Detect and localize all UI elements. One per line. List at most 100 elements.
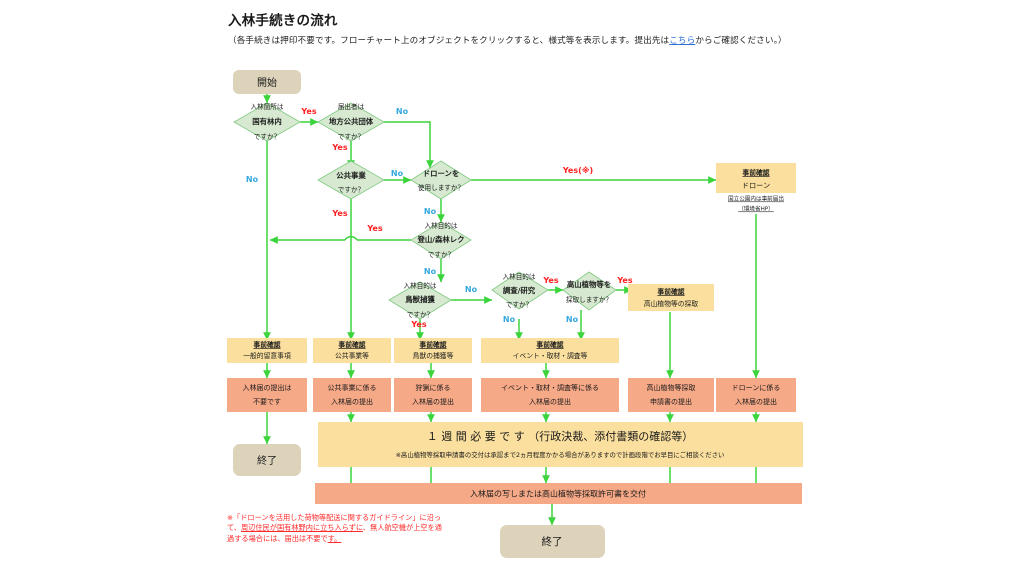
terminator-end-left[interactable]: 終了 (233, 444, 301, 476)
page-subnote: （各手続きは押印不要です。フローチャート上のオブジェクトをクリックすると、様式等… (228, 34, 787, 46)
label-yes-kokuyu: Yes (300, 107, 316, 116)
decision-tozan-line3: ですか？ (428, 251, 454, 259)
preconfirm-event-heading: 事前確認 (536, 340, 563, 349)
footnote-line1-pre: ※「ドローンを活用した荷物等配送に関するガイドライン」に沿って、 (227, 513, 442, 533)
label-no-chosa: No (503, 315, 516, 324)
decision-kouzan-line2: 高山植物等を (567, 280, 611, 289)
submission-fuyou-line2: 不要です (253, 398, 281, 406)
edge-tozan-yes-jump (344, 235, 358, 241)
preconfirm-drone[interactable]: 事前確認 ドローン 国立公園内は事前届出 （環境省HP） (716, 163, 796, 213)
footnote-line1-link[interactable]: 周辺住民が (241, 523, 277, 533)
submission-drone-line2: 入林届の提出 (735, 397, 777, 406)
decision-drone-line2: ドローンを (423, 169, 460, 178)
page-title: 入林手続きの流れ (228, 13, 338, 29)
decision-chosa-line1: 入林目的は (503, 272, 536, 281)
decision-todoke-line2: 地方公共団体 (329, 117, 374, 126)
decision-todoke-line3: ですか？ (338, 133, 364, 141)
label-no-choju: No (465, 285, 478, 294)
label-yes-kouzan: Yes (616, 276, 632, 285)
submission-fuyou[interactable]: 入林届の提出は 不要です (227, 378, 307, 412)
preconfirm-kokyo-heading: 事前確認 (338, 340, 365, 349)
preconfirm-drone-sublink[interactable]: （環境省HP） (738, 205, 774, 213)
decision-kokuyu-line3: ですか？ (254, 133, 280, 141)
label-no-kokyo: No (391, 169, 404, 178)
subnote-post: からご確認ください。） (695, 36, 787, 46)
decision-todoke[interactable]: 届出者は 地方公共団体 ですか？ (317, 102, 385, 142)
decision-tozan-line2: 登山/森林レク (416, 235, 464, 244)
submission-kokyo-line2: 入林届の提出 (331, 397, 373, 406)
preconfirm-ippan-body: 一般的留意事項 (243, 351, 291, 360)
issue-bar[interactable]: 入林届の写しまたは高山植物等採取許可書を交付 (315, 483, 802, 504)
decision-kouzan-line3: 採取しますか？ (566, 295, 612, 304)
decision-choju[interactable]: 入林目的は 鳥獣捕獲 ですか？ (388, 281, 452, 320)
preconfirm-kouzan[interactable]: 事前確認 高山植物等の採取 (628, 284, 714, 311)
terminator-end-bottom[interactable]: 終了 (500, 525, 605, 558)
decision-chosa[interactable]: 入林目的は 調査/研究 ですか？ (491, 271, 549, 310)
preconfirm-kouzan-heading: 事前確認 (657, 287, 684, 296)
wide-notice-headline: １ 週 間 必 要 で す （行政決裁、添付書類の確認等） (427, 429, 693, 443)
submission-kokyo[interactable]: 公共事業に係る 入林届の提出 (313, 378, 391, 412)
footnote-line2-link[interactable]: 国有林野内に立ち入らずに (276, 523, 363, 533)
footnote-line2-mid: 、無人航空機が上空を通過する場合には、届出は不要で (227, 523, 442, 543)
footnote-line3: す。 (327, 533, 342, 543)
edge-label-layer: Yes No No Yes No Yes Yes(※) No Yes No Ye… (246, 107, 633, 329)
preconfirm-ippan-heading: 事前確認 (253, 340, 280, 349)
edge-todoke-no (384, 121, 434, 169)
decision-choju-line3: ですか？ (407, 311, 433, 319)
label-yes-todoke: Yes (331, 143, 347, 152)
wide-notice-subline: ※高山植物等採取申請書の交付は承認まで2ヵ月程度かかる場合がありますので計画段階… (396, 450, 725, 459)
terminator-start[interactable]: 開始 (233, 70, 301, 94)
connector-layer (263, 94, 760, 526)
preconfirm-kokyo-body: 公共事業等 (335, 351, 369, 360)
wide-notice-bar[interactable]: １ 週 間 必 要 で す （行政決裁、添付書類の確認等） ※高山植物等採取申請… (318, 422, 803, 467)
preconfirm-drone-body: ドローン (742, 181, 770, 190)
label-yes-choju: Yes (410, 320, 426, 329)
decision-kokuyu[interactable]: 入林箇所は 国有林内 ですか？ (233, 102, 301, 142)
label-yes-drone: Yes(※) (562, 165, 593, 175)
preconfirm-kouzan-body: 高山植物等の採取 (644, 299, 699, 308)
decision-drone[interactable]: ドローンを 使用しますか？ (410, 160, 472, 200)
submission-fuyou-line1: 入林届の提出は (243, 383, 292, 392)
footnote-drone-guideline: ※「ドローンを活用した荷物等配送に関するガイドライン」に沿って、周辺住民が国有林… (227, 513, 442, 544)
decision-chosa-line3: ですか？ (506, 301, 532, 309)
submission-kouzan-line1: 高山植物等採取 (647, 383, 696, 392)
preconfirm-drone-heading: 事前確認 (742, 168, 769, 177)
decision-todoke-line1: 届出者は (338, 102, 365, 111)
submission-shuryo-line1: 狩猟に係る (416, 383, 451, 392)
preconfirm-ippan[interactable]: 事前確認 一般的留意事項 (227, 338, 307, 363)
submission-kouzan[interactable]: 高山植物等採取 申請書の提出 (628, 378, 714, 412)
decision-kokyo-line2: 公共事業 (336, 171, 366, 180)
label-yes-kokyo: Yes (331, 209, 347, 218)
label-no-tozan: No (424, 267, 437, 276)
label-no-kouzan: No (566, 315, 579, 324)
terminator-end-bottom-label: 終了 (542, 535, 563, 548)
preconfirm-choju-body: 鳥獣の捕獲等 (413, 351, 454, 360)
decision-kouzan[interactable]: 高山植物等を 採取しますか？ (562, 271, 617, 311)
label-yes-tozan: Yes (366, 224, 382, 233)
submission-drone[interactable]: ドローンに係る 入林届の提出 (716, 378, 796, 412)
submission-event-line2: 入林届の提出 (529, 397, 571, 406)
submission-event[interactable]: イベント・取材・調査等に係る 入林届の提出 (481, 378, 619, 412)
decision-kokuyu-line2: 国有林内 (252, 117, 282, 126)
preconfirm-choju[interactable]: 事前確認 鳥獣の捕獲等 (394, 338, 472, 363)
decision-tozan[interactable]: 入林目的は 登山/森林レク ですか？ (410, 221, 472, 260)
decision-choju-line2: 鳥獣捕獲 (405, 295, 435, 304)
submission-shuryo[interactable]: 狩猟に係る 入林届の提出 (394, 378, 472, 412)
label-no-kokuyu: No (246, 175, 259, 184)
decision-tozan-line1: 入林目的は (425, 221, 458, 230)
issue-bar-label: 入林届の写しまたは高山植物等採取許可書を交付 (470, 489, 646, 499)
label-yes-chosa: Yes (542, 276, 558, 285)
terminator-start-label: 開始 (257, 76, 277, 89)
submission-event-line1: イベント・取材・調査等に係る (501, 383, 599, 392)
submission-kouzan-line2: 申請書の提出 (650, 397, 692, 406)
preconfirm-event[interactable]: 事前確認 イベント・取材・調査等 (481, 338, 619, 363)
submission-kokyo-line1: 公共事業に係る (328, 383, 377, 392)
preconfirm-drone-subnote: 国立公園内は事前届出 (728, 195, 784, 203)
subnote-link[interactable]: こちら (669, 36, 696, 46)
decision-drone-line3: 使用しますか？ (418, 183, 464, 192)
label-no-todoke: No (396, 107, 409, 116)
preconfirm-event-body: イベント・取材・調査等 (513, 351, 588, 360)
preconfirm-kokyo[interactable]: 事前確認 公共事業等 (313, 338, 391, 363)
decision-kokyo[interactable]: 公共事業 ですか？ (317, 160, 385, 200)
